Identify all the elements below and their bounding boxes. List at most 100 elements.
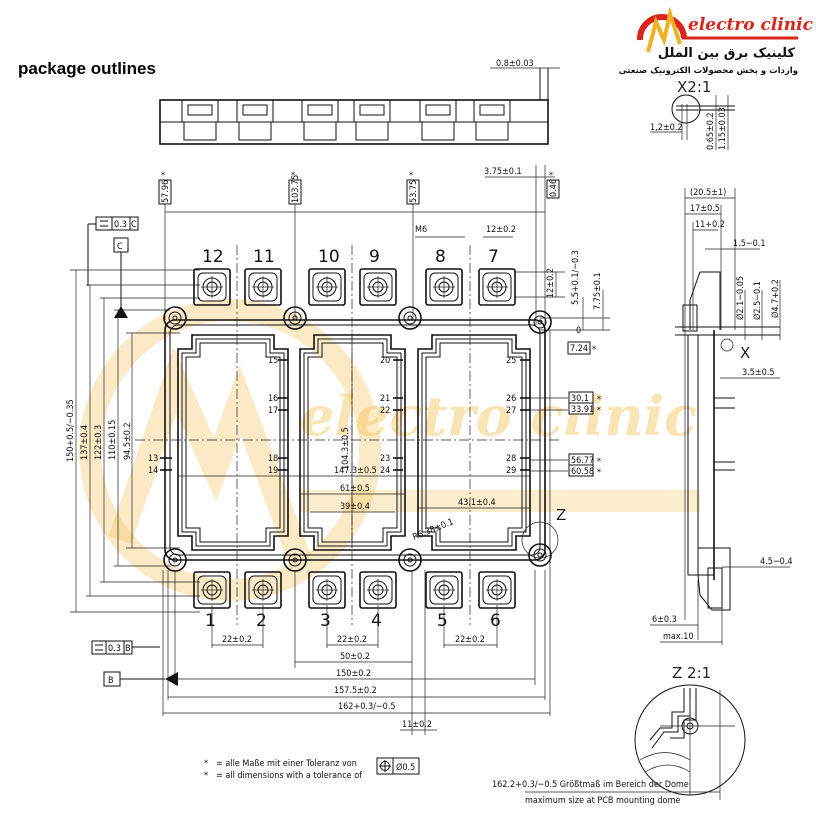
dim-w-162: 162+0.3/−0.5	[338, 702, 396, 712]
dim-pitch-1: 22±0.2	[222, 635, 252, 645]
pos-56-77: 56.77	[571, 456, 594, 466]
detail-z-marker: Z	[556, 506, 566, 524]
star-mark: *	[549, 171, 553, 181]
pin-label: 28	[506, 454, 516, 464]
power-terminal: 12	[193, 247, 231, 306]
compartment-outline	[299, 334, 406, 551]
dim-s-max10: max.10	[663, 632, 694, 642]
pin-label: 17	[268, 406, 278, 416]
datum-c: C	[117, 242, 123, 252]
terminal-label: 12	[202, 247, 224, 267]
dim-h-94-5: 94.5±0.2	[123, 422, 133, 460]
flatness-c-value: 0.3	[114, 220, 127, 230]
star-mark: *	[592, 345, 596, 355]
compartment-outline	[181, 338, 285, 547]
star-mark: *	[291, 171, 295, 181]
pin-label: 14	[148, 466, 158, 476]
pos-103-75: 103.75	[291, 175, 301, 203]
pin-label: 16	[268, 394, 278, 404]
datum-frames: 0.3 C C 0.3 B B	[87, 216, 178, 687]
dim-w-50: 50±0.2	[340, 652, 370, 662]
mounting-hole	[283, 306, 307, 330]
logo-bolt	[646, 6, 682, 53]
note-dome-de: 162.2+0.3/−0.5 Größtmaß im Bereich der D…	[492, 780, 689, 790]
flatness-b-value: 0.3	[108, 644, 121, 654]
flatness-c-ref: C	[131, 220, 137, 230]
terminal-label: 7	[488, 247, 499, 267]
terminal-label: 6	[490, 611, 501, 631]
star-mark: *	[597, 468, 601, 478]
dim-w-147-3: 147.3±0.5	[334, 466, 377, 476]
side-view: (20.5±1) 17±0.5 11+0.2 1.5−0.1 Ø2.1−0.05…	[650, 188, 793, 645]
dim-h-122: 122±0.3	[94, 425, 104, 460]
note-star: *	[204, 759, 208, 769]
logo-arc	[636, 14, 687, 41]
dim-h-150: 150+0.5/−0.35	[66, 399, 76, 462]
dim-w-11: 11±0.2	[402, 720, 432, 730]
detail-x: X2:1 1,2±0.2 0.65±0.2 1.15±0.03	[650, 78, 735, 150]
pin-label: 25	[506, 356, 516, 366]
dim-top-thickness: 0.8±0.03	[496, 59, 534, 69]
pos-30-1: 30.1	[571, 394, 589, 404]
dim-x-1-15: 1.15±0.03	[718, 107, 728, 150]
top-view-terminal	[236, 99, 274, 141]
pin-label: 24	[380, 466, 390, 476]
pin-label: 23	[380, 454, 390, 464]
dim-s-3-5: 3.5±0.5	[742, 368, 775, 378]
compartment-outline	[417, 334, 531, 551]
note-dome-en: maximum size at PCB mounting dome	[525, 796, 680, 806]
flatness-b-ref: B	[125, 644, 131, 654]
dim-s-d2-5: Ø2.5−0.1	[752, 281, 763, 320]
dim-w-150: 150±0.2	[336, 669, 371, 679]
logo-brand: electro clinic	[688, 15, 814, 35]
star-mark: *	[597, 457, 601, 467]
dim-x-1-2: 1,2±0.2	[650, 123, 683, 133]
top-view-terminal	[473, 99, 511, 141]
note-de: = alle Maße mit einer Toleranz von	[216, 759, 357, 769]
dim-w-157-5: 157.5±0.2	[334, 686, 377, 696]
terminal-label: 5	[437, 611, 448, 631]
compartment-outline	[177, 334, 289, 551]
compartment-outline	[307, 342, 398, 543]
note-tolerance: Ø0.5	[396, 762, 415, 773]
top-view-terminal	[419, 99, 457, 141]
power-terminal: 7	[478, 247, 516, 306]
pin-label: 18	[268, 454, 278, 464]
power-terminal: 10	[308, 247, 346, 306]
detail-z: Z 2:1	[634, 664, 746, 800]
terminal-label: 11	[253, 247, 275, 267]
dim-h-104-3: 104.3±0.5	[341, 427, 351, 470]
power-terminal: 9	[359, 247, 397, 306]
terminal-label: 9	[369, 247, 380, 267]
page-title: package outlines	[18, 59, 156, 78]
dim-w-39: 39±0.4	[340, 502, 370, 512]
dim-x-0-65: 0.65±0.2	[706, 112, 716, 150]
inner-dimensions: 104.3±0.5 147.3±0.5 61±0.5 39±0.4 43.1±0…	[178, 333, 601, 559]
pos-0-46: 0.46	[549, 179, 559, 197]
dim-s-d2-1: Ø2.1−0.05	[735, 276, 746, 320]
dim-w-61: 61±0.5	[340, 484, 370, 494]
top-view: 0.8±0.03	[159, 59, 560, 145]
star-mark: *	[597, 395, 601, 405]
dim-s-4-5: 4.5−0.4	[760, 557, 793, 567]
dim-w-43-1: 43.1±0.4	[458, 498, 496, 508]
svg-text:electro clinic: electro clinic	[300, 384, 697, 448]
logo-name-fa: کلینیک برق بین الملل	[658, 46, 796, 61]
dim-3-75: 3.75±0.1	[484, 167, 522, 177]
datum-b: B	[108, 676, 114, 686]
terminal-label: 10	[318, 247, 340, 267]
detail-x-title: X2:1	[677, 78, 711, 96]
notes: * = alle Maße mit einer Toleranz von * =…	[204, 757, 720, 806]
pos-7-24: 7.24	[570, 344, 588, 354]
compartment-outline	[303, 338, 402, 547]
pin-label: 26	[506, 394, 516, 404]
dim-5-5: 5.5+0.1/−0.3	[571, 250, 581, 305]
pin-label: 15	[268, 356, 278, 366]
dim-pitch-2: 22±0.2	[337, 635, 367, 645]
dim-term-width: 12±0.2	[486, 225, 516, 235]
note-star: *	[204, 771, 208, 781]
dim-h-110: 110±0.15	[108, 420, 118, 460]
top-view-terminal	[181, 99, 219, 141]
